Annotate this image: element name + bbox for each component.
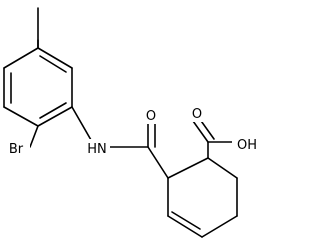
- cyclohexene-bond-1: [167, 157, 209, 179]
- carbonyl-ring-bond: [147, 146, 169, 179]
- bromine-label: Br: [9, 142, 24, 157]
- acid-o-label-bg: [190, 104, 204, 122]
- acid-oh-label: OH: [237, 138, 257, 153]
- ring-bond-2: [3, 47, 39, 69]
- amide-nh-label: HN: [87, 142, 107, 157]
- acid-o-label: O: [192, 107, 202, 122]
- bonds: [3, 7, 238, 238]
- bromo-bond: [29, 125, 39, 148]
- atom-labels: Br HN O O OH: [2, 104, 264, 157]
- amide-o-label-bg: [144, 106, 158, 124]
- cyclohexene-bond-2: [207, 157, 238, 179]
- ring-bond-4: [3, 106, 39, 127]
- amide-o-label: O: [146, 109, 156, 124]
- cyclohexene-double-bond: [171, 211, 201, 230]
- molecule-structure: Br HN O O OH: [2, 7, 264, 238]
- amide-nh-label-bg: [84, 139, 110, 157]
- acid-co-bond-1: [192, 120, 209, 143]
- ring-double-bond-c: [39, 55, 67, 73]
- acid-oh-label-bg: [232, 135, 264, 153]
- aryl-n-bond: [71, 106, 92, 141]
- ring-bond-7: [37, 47, 73, 69]
- ring-bond-5: [37, 106, 73, 127]
- cyclohexene-bond-5: [167, 215, 203, 238]
- bromine-label-bg: [2, 139, 30, 157]
- cyclohexene-bond-4: [201, 215, 238, 238]
- ring-double-bond-b: [39, 102, 67, 119]
